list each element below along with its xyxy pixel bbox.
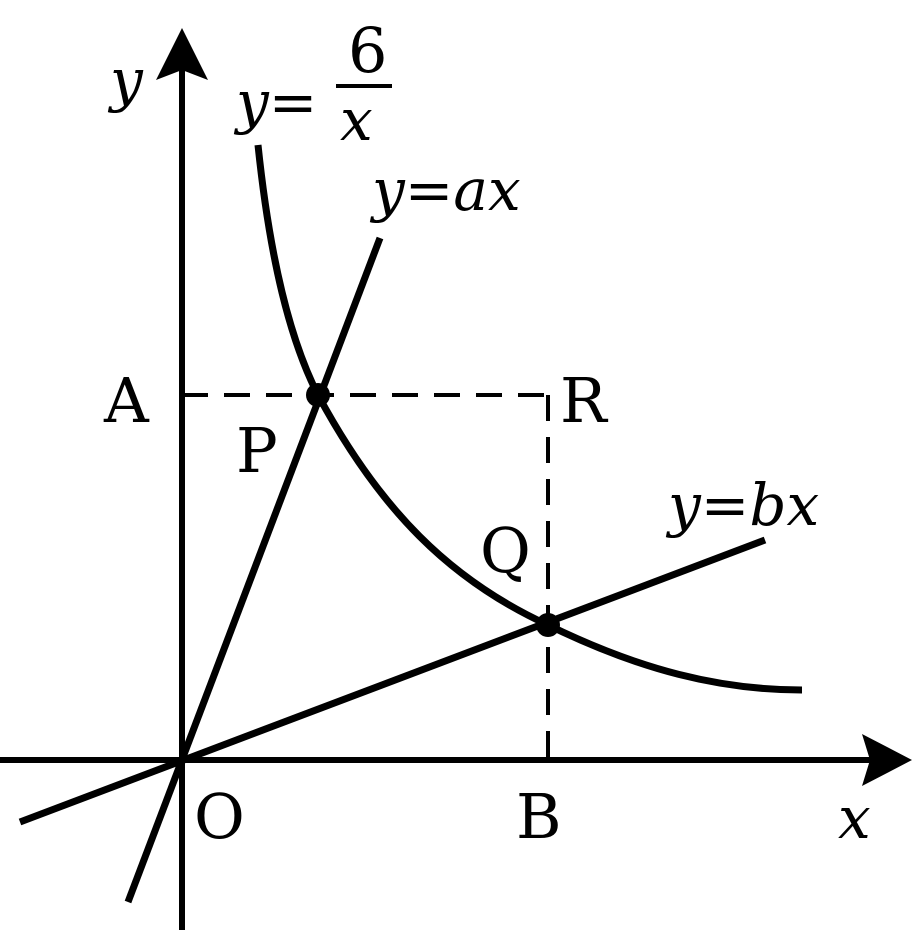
point-A-label: A	[103, 364, 150, 437]
y-axis	[156, 28, 208, 930]
line-y-ax-label: y=ax	[369, 156, 521, 224]
line-y-ax	[124, 236, 384, 904]
hyperbola-label: y= 6 x	[233, 14, 392, 154]
point-P-label: P	[236, 414, 278, 487]
point-Q-label: Q	[480, 514, 531, 587]
hyperbola-label-denominator: x	[340, 86, 373, 154]
point-B-label: B	[516, 780, 562, 853]
line-y-bx	[18, 536, 767, 826]
x-axis-label: x	[838, 784, 871, 852]
point-P-dot	[306, 383, 330, 407]
y-axis-label: y	[107, 46, 144, 114]
x-axis-arrow-icon	[862, 734, 912, 786]
x-axis	[0, 734, 912, 786]
hyperbola-label-numerator: 6	[348, 14, 387, 87]
origin-label: O	[194, 780, 245, 853]
hyperbola-curve	[254, 144, 803, 694]
y-axis-arrow-icon	[156, 28, 208, 80]
point-Q-dot	[536, 613, 560, 637]
line-y-bx-label: y=bx	[665, 471, 819, 539]
point-R-label: R	[560, 364, 609, 437]
hyperbola-label-prefix: y=	[233, 68, 317, 136]
